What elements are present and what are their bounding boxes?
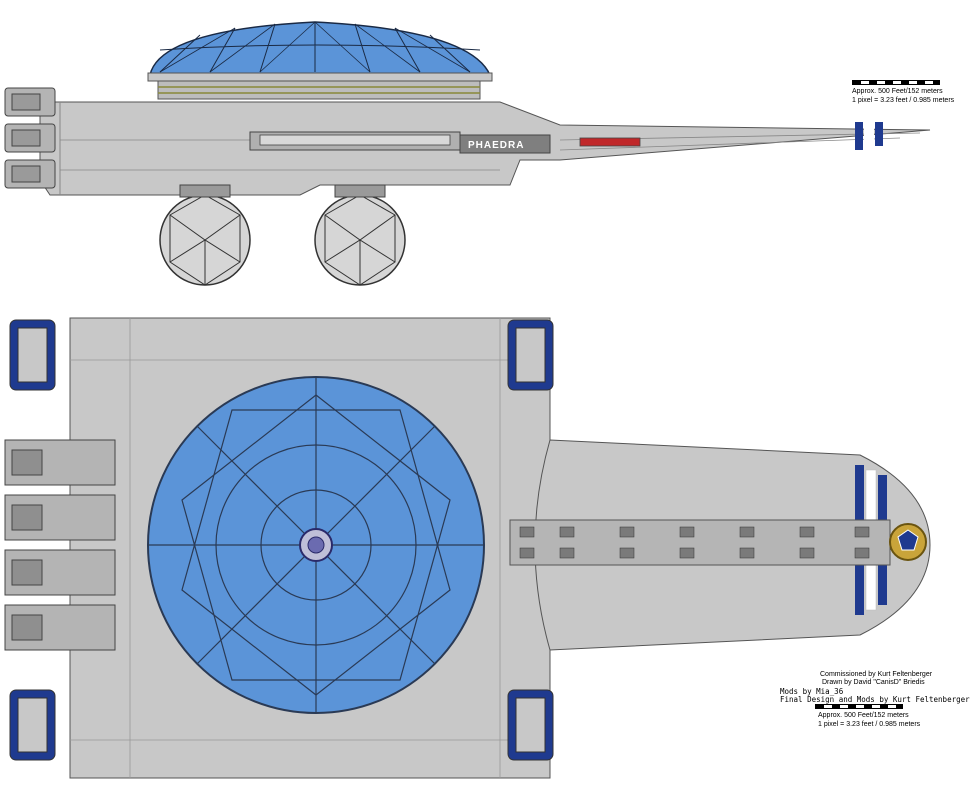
top-view bbox=[4, 317, 931, 779]
starship-blueprint: PHAEDRA Approx. 500 Feet/152 meters 1 pi… bbox=[4, 21, 970, 779]
side-view bbox=[4, 21, 931, 286]
credit-drawn: Drawn by David "CanisD" Briedis bbox=[822, 679, 925, 686]
credit-mods: Mods by Mia_36 bbox=[780, 687, 844, 696]
side-engines bbox=[4, 87, 56, 189]
credit-commissioned: Commissioned by Kurt Feltenberger bbox=[820, 671, 933, 678]
scale-bottom-line1: Approx. 500 Feet/152 meters bbox=[818, 712, 909, 719]
top-engines bbox=[4, 439, 116, 651]
credit-final: Final Design and Mods by Kurt Feltenberg… bbox=[780, 695, 970, 704]
ship-name-label: PHAEDRA bbox=[468, 140, 525, 151]
scale-top-line2: 1 pixel = 3.23 feet / 0.985 meters bbox=[852, 97, 955, 104]
scale-bar-top bbox=[852, 80, 940, 85]
side-dome bbox=[147, 21, 493, 100]
side-hull bbox=[39, 101, 931, 196]
scale-bar-bottom bbox=[815, 704, 903, 709]
top-dome bbox=[147, 376, 485, 714]
side-pods bbox=[159, 184, 406, 286]
top-forward-section bbox=[509, 439, 931, 651]
scale-bottom-line2: 1 pixel = 3.23 feet / 0.985 meters bbox=[818, 721, 921, 728]
scale-top-line1: Approx. 500 Feet/152 meters bbox=[852, 88, 943, 95]
